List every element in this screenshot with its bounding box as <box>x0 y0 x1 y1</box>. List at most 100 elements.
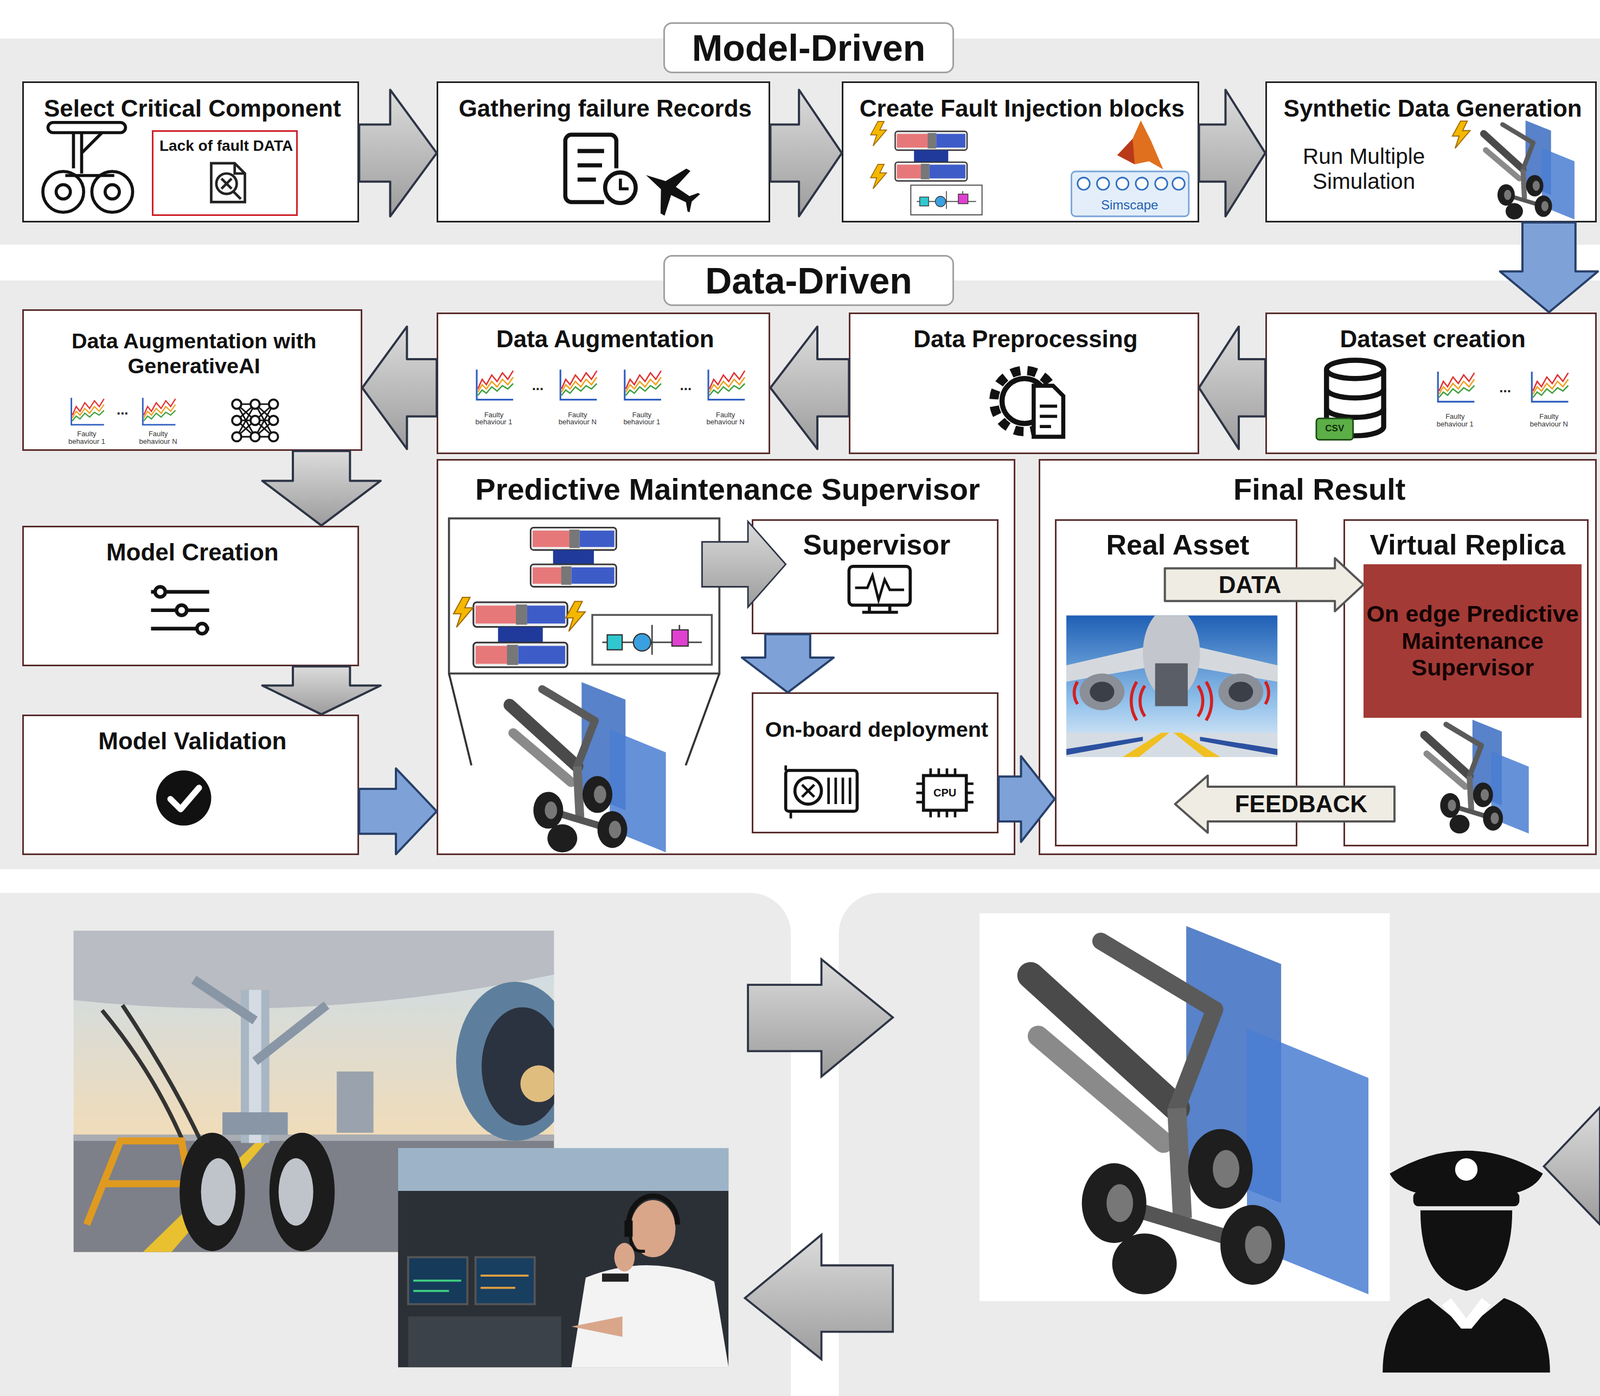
text-area: Synthetic Data Generation <box>1266 87 1599 131</box>
title-tab: Data-Driven <box>663 254 955 306</box>
label-box: Faulty behaviour 1 <box>471 411 517 426</box>
landing-gear-photo <box>86 1140 196 1225</box>
cockpit-photo <box>413 1280 462 1291</box>
real-aircraft-photo <box>1089 681 1115 702</box>
augmentation-charts <box>708 369 745 400</box>
heading-text: Model Validation <box>98 727 287 755</box>
missing-data-icon <box>210 163 245 202</box>
real-aircraft-photo <box>1122 732 1170 757</box>
failure-records-icon <box>620 178 629 189</box>
heading-text: Data Augmentation <box>496 325 715 354</box>
text-area: Lack of fault DATA <box>153 133 300 159</box>
cockpit-photo <box>398 1147 729 1367</box>
dataset-icons <box>1326 388 1384 418</box>
text-area: Real Asset <box>1056 523 1300 567</box>
neural-network-icon <box>269 399 279 409</box>
heading-text: Supervisor <box>803 528 951 562</box>
label-box: Faulty behaviour N <box>703 411 748 426</box>
text-area: On edge Predictive Maintenance Superviso… <box>1365 566 1580 716</box>
heading-text: Model-Driven <box>692 26 926 69</box>
text-area: Data Augmentation with GenerativeAI <box>23 312 364 395</box>
bottom-panels <box>0 892 791 1396</box>
title-tab: Model-Driven <box>663 22 955 74</box>
neural-network-icon <box>269 415 279 425</box>
heading-text: Data Augmentation with GenerativeAI <box>23 328 364 379</box>
neural-network-icon <box>250 415 260 425</box>
block-arrow <box>1165 558 1364 612</box>
augmentation-charts <box>476 369 514 400</box>
neural-network-icon <box>232 415 242 425</box>
supervisor-system-figure <box>449 517 786 853</box>
label-text: Faulty behaviour 1 <box>64 430 110 445</box>
supervisor-system-figure <box>530 527 617 587</box>
cockpit-photo <box>628 1195 678 1225</box>
heading-text: Data-Driven <box>705 259 913 302</box>
fault-injection-icons <box>1117 120 1164 170</box>
simulation-icon <box>1452 120 1575 220</box>
failure-records-icon <box>565 134 708 226</box>
real-aircraft-photo <box>1218 673 1264 710</box>
block-arrow <box>1199 90 1266 217</box>
real-aircraft-photo <box>1200 736 1278 755</box>
landing-gear-photo <box>101 1005 204 1148</box>
landing-gear-photo <box>278 1157 314 1226</box>
neural-network-icon <box>269 432 279 442</box>
block-arrow <box>770 326 849 450</box>
heading-text: On-board deployment <box>765 717 989 742</box>
pilot-icon <box>1389 1150 1543 1197</box>
text-area: Virtual Replica <box>1345 523 1591 567</box>
real-aircraft-photo <box>1066 615 1278 757</box>
monitor-icon <box>848 566 911 613</box>
dataset-icons <box>1437 371 1475 402</box>
critical-component-icon <box>47 122 126 133</box>
fault-injection-icons <box>1155 177 1168 190</box>
fault-injection-icons <box>1135 177 1149 190</box>
dataset-icons <box>1316 360 1569 440</box>
failure-records-icon <box>577 150 605 180</box>
preprocessing-icon <box>1039 406 1058 427</box>
label-box: Faulty behaviour N <box>136 430 181 445</box>
preprocessing-icon <box>993 370 1064 437</box>
critical-component-icon <box>55 184 70 199</box>
label-box: ... <box>111 402 134 418</box>
label-text: Faulty behaviour 1 <box>471 411 517 426</box>
fault-injection-icons <box>1172 177 1186 190</box>
fault-injection-icons <box>870 120 1189 217</box>
cockpit-photo <box>475 1256 535 1304</box>
edge-label: FEEDBACK <box>1231 791 1371 817</box>
model-creation-icon <box>176 604 187 616</box>
hardware-icons <box>785 765 974 819</box>
critical-component-icon <box>105 184 120 199</box>
pilot-icon <box>1457 1328 1476 1372</box>
supervisor-system-figure <box>565 600 586 631</box>
fault-injection-icons <box>870 164 887 189</box>
block-arrow <box>262 450 381 526</box>
label-text: ... <box>111 402 134 418</box>
label-text: CSV <box>1318 423 1352 434</box>
edge-label: DATA <box>1215 572 1285 598</box>
bottom-arrows <box>744 1234 893 1359</box>
augmentation-charts <box>71 397 105 425</box>
heading-text: Select Critical Component <box>43 94 342 123</box>
bottom-panels <box>0 892 1600 1396</box>
label-text: Faulty behaviour N <box>136 430 181 445</box>
heading-text: Run Multiple Simulation <box>1277 143 1451 195</box>
cockpit-photo <box>614 1242 636 1272</box>
pilot-icon <box>1420 1210 1513 1291</box>
text-area: Supervisor <box>753 523 1001 567</box>
neural-network-icon <box>232 432 242 442</box>
augmentation-charts <box>142 397 176 425</box>
validation-check-icon <box>156 770 212 826</box>
text-area: On-board deployment <box>763 695 991 764</box>
fault-injection-icons <box>870 121 887 146</box>
neural-network-icon <box>232 399 279 441</box>
label-box: Faulty behaviour N <box>1526 412 1572 428</box>
dataset-icons <box>1531 371 1568 402</box>
label-text: ... <box>526 378 549 393</box>
monitor-icon <box>862 604 899 612</box>
label-box: CSV <box>1318 423 1352 434</box>
fault-injection-icons <box>894 131 968 181</box>
augmentation-charts <box>624 369 662 400</box>
real-aircraft-photo <box>1066 732 1278 757</box>
